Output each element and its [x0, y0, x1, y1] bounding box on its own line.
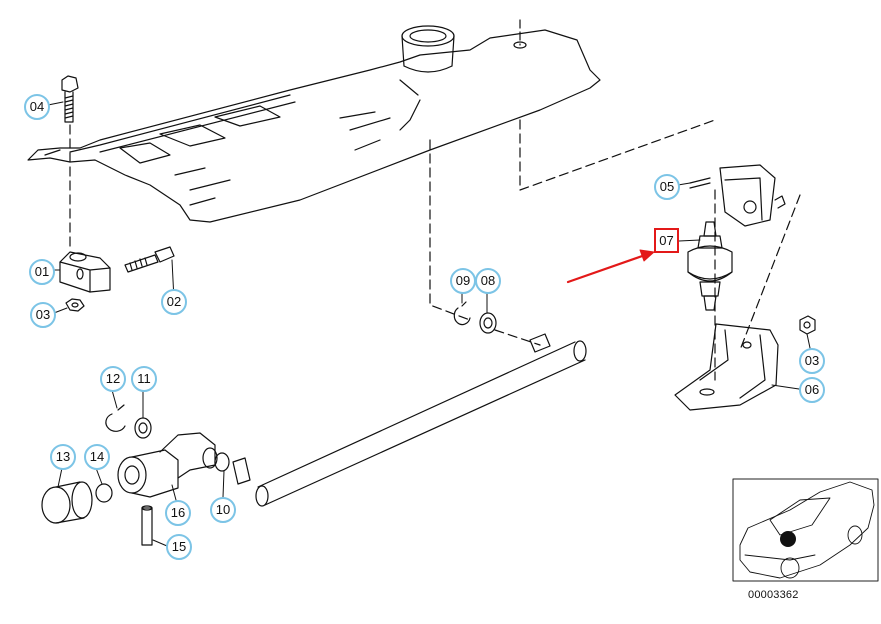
callout-leaders	[47, 101, 811, 547]
catalog-number: 00003362	[748, 589, 799, 601]
callout-03-right[interactable]: 03	[799, 348, 825, 374]
circlip-09-part	[453, 301, 471, 326]
callout-02[interactable]: 02	[161, 289, 187, 315]
nut-03-right-part	[799, 315, 816, 335]
washer-11-part	[134, 417, 152, 439]
ring-10-part	[214, 452, 251, 485]
callout-08[interactable]: 08	[475, 268, 501, 294]
screw-02-part	[124, 246, 175, 273]
callout-13[interactable]: 13	[50, 444, 76, 470]
shift-joint-16-part	[117, 432, 218, 498]
ring-14-part	[95, 483, 113, 503]
assembly-leader-lines	[69, 119, 801, 381]
callout-14[interactable]: 14	[84, 444, 110, 470]
clamp-block-01-part	[59, 251, 111, 293]
callout-16[interactable]: 16	[165, 500, 191, 526]
bracket-06-part	[674, 323, 779, 411]
shift-rod-part	[255, 333, 587, 507]
callout-12[interactable]: 12	[100, 366, 126, 392]
callout-05[interactable]: 05	[654, 174, 680, 200]
pin-15-part	[141, 505, 153, 546]
nut-03-part	[65, 298, 85, 312]
heat-shield-plate	[27, 19, 601, 223]
callout-09[interactable]: 09	[450, 268, 476, 294]
bolt-04-part	[61, 75, 79, 123]
bracket-05-part	[689, 164, 786, 227]
callout-04[interactable]: 04	[24, 94, 50, 120]
callout-06[interactable]: 06	[799, 377, 825, 403]
highlight-arrow-icon	[566, 249, 655, 284]
callout-03[interactable]: 03	[30, 302, 56, 328]
rubber-mount-07-part	[687, 221, 733, 311]
callout-10[interactable]: 10	[210, 497, 236, 523]
washer-08-part	[479, 312, 497, 334]
location-dot-icon	[780, 531, 796, 547]
callout-01[interactable]: 01	[29, 259, 55, 285]
bushing-13-part	[41, 481, 93, 524]
callout-11[interactable]: 11	[131, 366, 157, 392]
callout-15[interactable]: 15	[166, 534, 192, 560]
circlip-12-part	[105, 404, 126, 432]
vehicle-location-inset	[732, 478, 879, 582]
callout-07-highlighted[interactable]: 07	[654, 228, 679, 253]
